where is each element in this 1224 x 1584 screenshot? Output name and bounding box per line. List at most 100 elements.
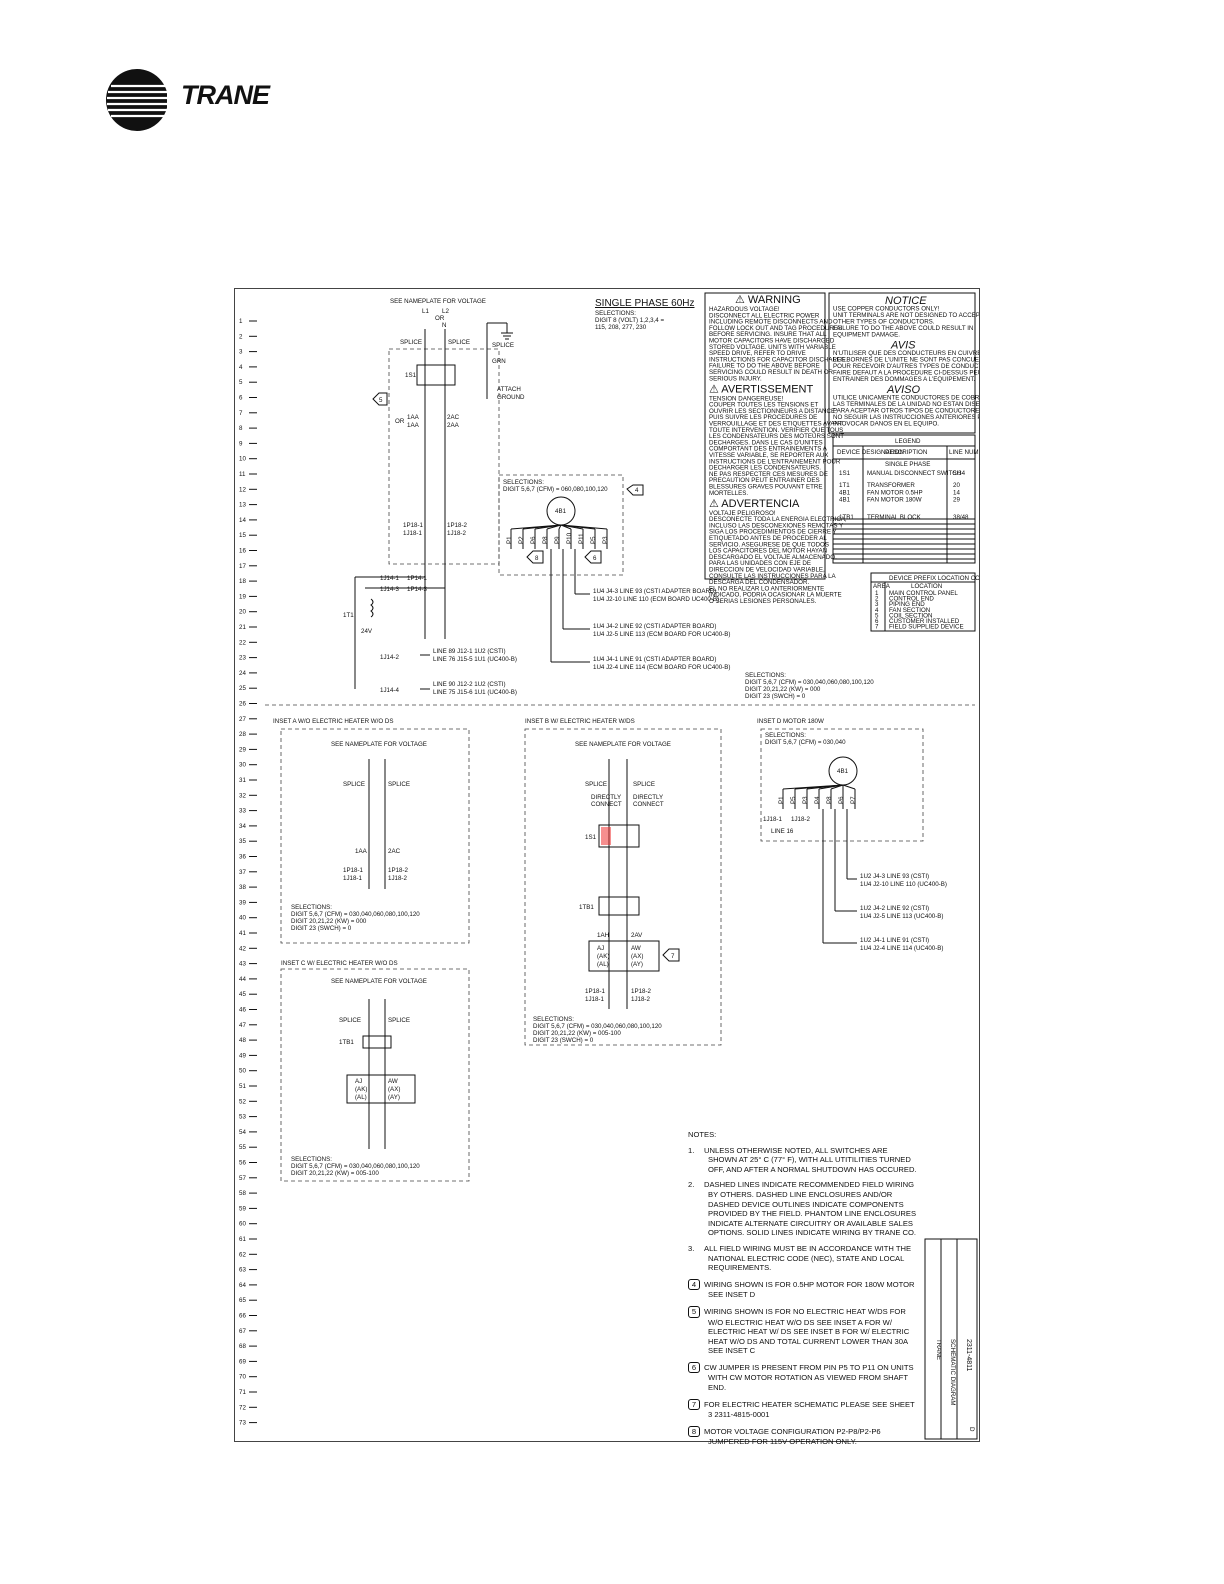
j14-1: 1J14-1 [380,575,399,582]
line-number: 27 [239,716,246,723]
inset-b-directly-l: DIRECTLY [591,794,621,801]
inset-b-2av: 2AV [631,932,643,939]
line-number: 19 [239,593,246,600]
warning-line: SPEED DRIVE, REFER TO DRIVE [709,350,806,357]
avis-line: FAIRE DEFAUT A LA PROCEDURE CI-DESSUS PE… [833,370,979,377]
inset-d-motor-name: 4B1 [837,768,849,775]
note-text: WIRING SHOWN IS FOR 0.5HP MOTOR FOR 180W… [704,1279,915,1300]
motor-lead [534,524,562,530]
tag-7-text: 7 [671,953,675,960]
advertencia-line: INDICADO, PODRIA OCASIONAR LA MUERTE [709,592,842,599]
inset-b-splice-l: SPLICE [585,781,607,788]
line-number: 37 [239,869,246,876]
line-number: 46 [239,1007,246,1014]
inset-d-pin: P7 [850,796,857,804]
prefix-area: 4 [875,607,879,614]
advertencia-line: DIRECCION DE VELOCIDAD VARIABLE, [709,567,825,574]
line-ref-89: LINE 89 J12-1 1U2 (CSTI) [433,648,506,655]
advertencia-line: INCLUSO LAS DESCONEXIONES REMOTAS Y [709,522,843,529]
avertissement-line: VITESSE VARIABLE, SE REPORTER AUX [709,452,828,459]
line-number: 49 [239,1052,246,1059]
warning-line: STORED VOLTAGE. UNITS WITH VARIABLE [709,344,836,351]
notice-line: FAILURE TO DO THE ABOVE COULD RESULT IN [833,325,973,332]
warning-line: INSTRUCTIONS FOR CAPACITOR DISCHARGE. [709,356,848,363]
prefix-area: 1 [875,590,879,597]
main-sel-1: DIGIT 5,6,7 (CFM) = 030,040,060,080,100,… [745,679,874,686]
note-number: 8 [688,1425,700,1438]
legend-device: 1S1 [839,470,851,477]
note-text: WIRING SHOWN IS FOR NO ELECTRIC HEAT W/D… [704,1306,910,1356]
inset-b-title: INSET B W/ ELECTRIC HEATER W/DS [525,718,635,725]
tag-8-text: 8 [535,555,539,562]
line-number: 15 [239,532,246,539]
inset-b-sel-1: DIGIT 5,6,7 (CFM) = 030,040,060,080,100,… [533,1023,662,1030]
inset-d-pin: P4 [814,796,821,804]
inset-c-box [280,968,470,1182]
notice-line: OTHER TYPES OF CONDUCTORS. [833,319,935,326]
note-text: DASHED LINES INDICATE RECOMMENDED FIELD … [704,1180,917,1238]
ground-label: GROUND [497,394,525,401]
inset-d-box [760,728,924,842]
inset-b-aw: AW [631,945,641,952]
note-number: 1. [688,1145,695,1155]
avertissement-title: ⚠ AVERTISSEMENT [709,383,813,395]
inset-a-sel-2: DIGIT 20,21,22 (KW) = 000 [291,918,367,925]
avertissement-line: MORTELLES. [709,490,748,497]
j14-2: 1J14-2 [380,654,399,661]
inset-b-sel-3: DIGIT 23 (SWCH) = 0 [533,1037,594,1044]
conn-j2-4: 1U4 J2-4 LINE 114 (ECM BOARD FOR UC400-B… [593,664,730,671]
avis-line: ENTRAINER DES DOMMAGES A L'EQUIPEMENT. [833,376,975,383]
line-number: 23 [239,655,246,662]
advertencia-line: ETIQUETADO ANTES DE PROCEDER AL [709,535,827,542]
legend-description: TERMINAL BLOCK [867,514,922,521]
line-number: 20 [239,609,246,616]
line-number: 31 [239,777,246,784]
avertissement-line: COUPER TOUTES LES TENSIONS ET [709,402,819,409]
note-number: 5 [688,1305,700,1318]
note-number: 7 [688,1398,700,1411]
note-text: ALL FIELD WIRING MUST BE IN ACCORDANCE W… [704,1243,912,1273]
note-item: 2.DASHED LINES INDICATE RECOMMENDED FIEL… [688,1180,918,1238]
avertissement-line: LES CONDENSATEURS DES MOTEURS SONT [709,433,844,440]
motor-lead [558,524,562,530]
line-number: 60 [239,1221,246,1228]
inset-d-conn-5: 1U4 J2-4 LINE 114 (UC400-B) [860,945,943,952]
legend-description: TRANSFORMER [867,482,915,489]
voltage-note: SEE NAMEPLATE FOR VOLTAGE [390,298,486,305]
inset-d-conn-2: 1U2 J4-2 LINE 92 (CSTI) [860,905,929,912]
note-text: FOR ELECTRIC HEATER SCHEMATIC PLEASE SEE… [704,1399,915,1420]
legend-line-number: 38/48 [953,514,969,521]
line-number: 57 [239,1175,246,1182]
conn-j4-3: 1U4 J4-3 LINE 93 (CSTI ADAPTER BOARD) [593,588,716,595]
notes-list: 1.UNLESS OTHERWISE NOTED, ALL SWITCHES A… [688,1146,918,1447]
label-n: N [442,322,446,329]
line-number: 34 [239,823,246,830]
grn-label: GRN [492,358,506,365]
notice-box [828,292,976,434]
line-number: 28 [239,731,246,738]
warning-line: SERIOUS INJURY. [709,375,762,382]
prefix-area: 2 [875,596,879,603]
wire-2aa: 2AA [447,422,460,429]
note-item: 5 WIRING SHOWN IS FOR NO ELECTRIC HEAT W/… [688,1305,918,1356]
inset-c-al: (AL) [355,1094,367,1101]
inset-b-connect-l: CONNECT [591,801,622,808]
line-number: 45 [239,991,246,998]
avertissement-line: DECHARGES. DANS LE CAS D'UNITES [709,439,823,446]
inset-a-2ac: 2AC [388,848,401,855]
line-number: 21 [239,624,246,631]
label-l1: L1 [422,308,429,315]
aviso-line: UTILICE UNICAMENTE CONDUCTORES DE COBRE! [833,395,979,402]
title-block [924,1238,978,1440]
inset-c-sel-0: SELECTIONS: [291,1156,332,1163]
notice-line: EQUIPMENT DAMAGE. [833,332,900,339]
legend-description: MANUAL DISCONNECT SWITCH [867,470,961,477]
p14-3: 1P14-3 [407,586,428,593]
inset-c-aw: AW [388,1078,398,1085]
avertissement-line: PRECAUTION PEUT ENTRAINER DES [709,477,820,484]
inset-d-conn-3: 1U4 J2-5 LINE 113 (UC400-B) [860,913,943,920]
line-ref-90: LINE 90 J12-2 1U2 (CSTI) [433,681,506,688]
notice-title: NOTICE [885,295,927,307]
